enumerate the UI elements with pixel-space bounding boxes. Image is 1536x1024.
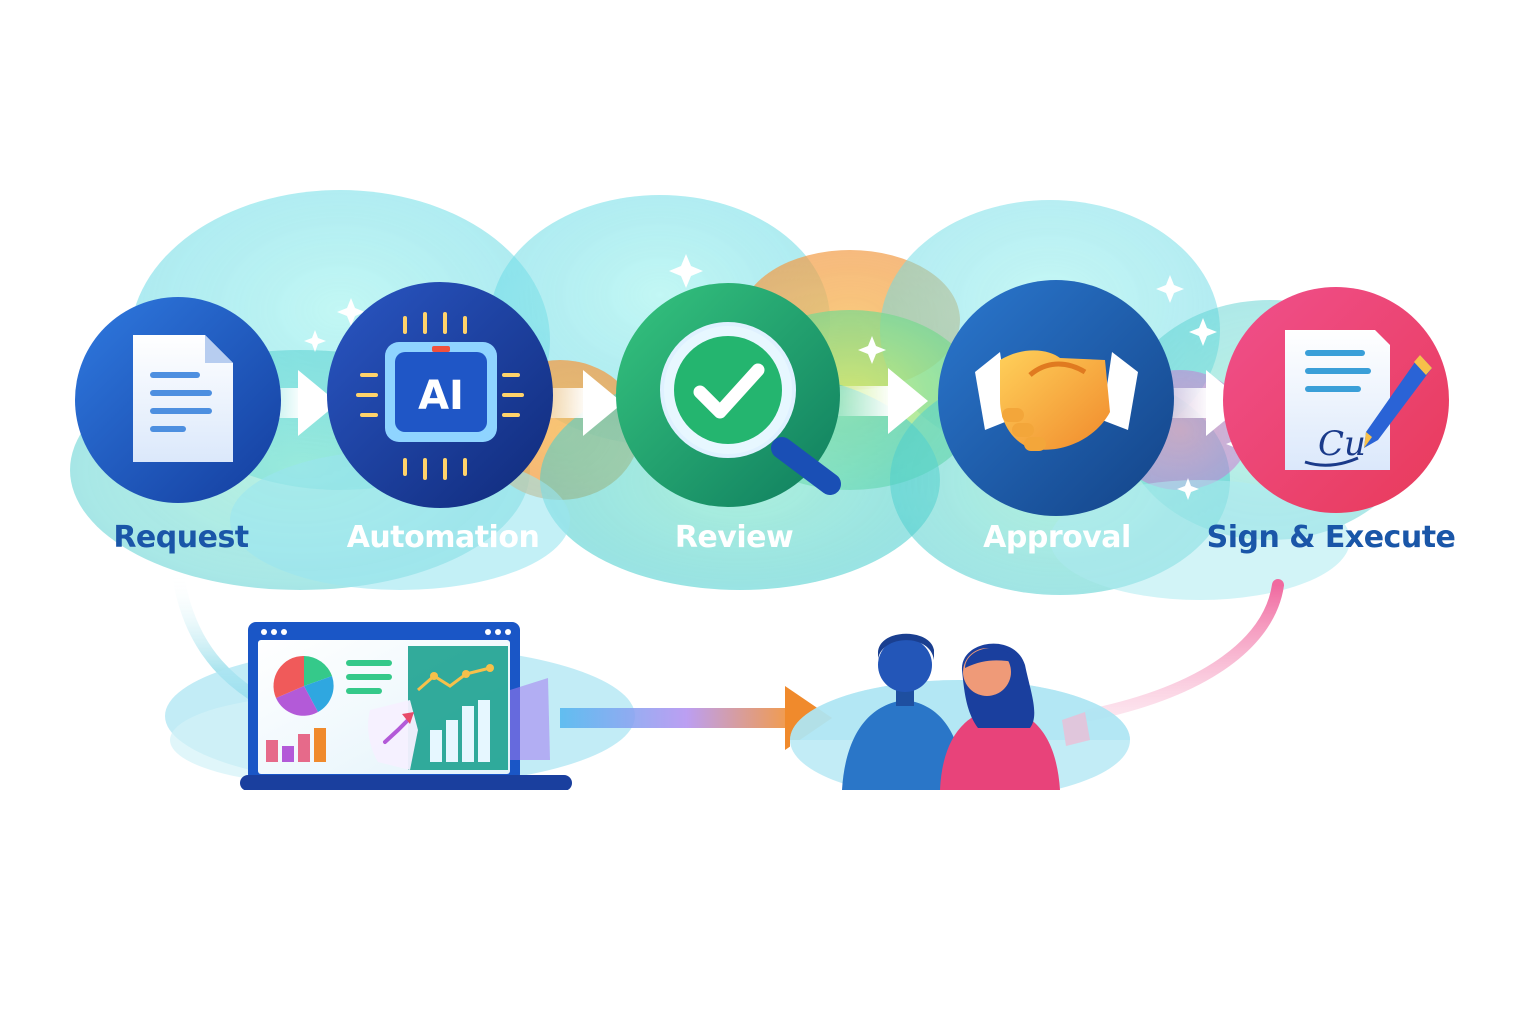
step-request [75,297,281,503]
ai-chip-text: AI [418,373,464,419]
analytics-dashboard-icon [165,622,635,791]
right-flow-curve [1084,579,1284,721]
person-woman [940,643,1060,790]
signed-contract-icon: Cu [1285,330,1432,470]
handshake-icon [975,350,1138,451]
step-approval [938,280,1174,516]
step-automation: AI [327,282,553,508]
arrow-3 [838,368,928,434]
pen-icon [1364,355,1432,448]
step-review [616,283,841,507]
bottom-whitespace [0,790,1536,1024]
label-sign-execute: Sign & Execute [1207,520,1456,555]
magnifier-check-icon [660,322,841,495]
team-people-icon [790,633,1130,800]
signature-text: Cu [1318,424,1366,464]
label-request: Request [113,520,248,555]
document-icon [133,335,233,462]
person-man [842,633,965,790]
step-sign-execute: Cu [1223,287,1449,513]
step-labels: Request Automation Review Approval Sign … [113,520,1456,555]
label-approval: Approval [983,520,1131,555]
pie-chart-graphic [273,655,334,716]
label-review: Review [675,520,793,555]
ai-chip-icon: AI [356,312,524,480]
label-automation: Automation [347,520,540,555]
